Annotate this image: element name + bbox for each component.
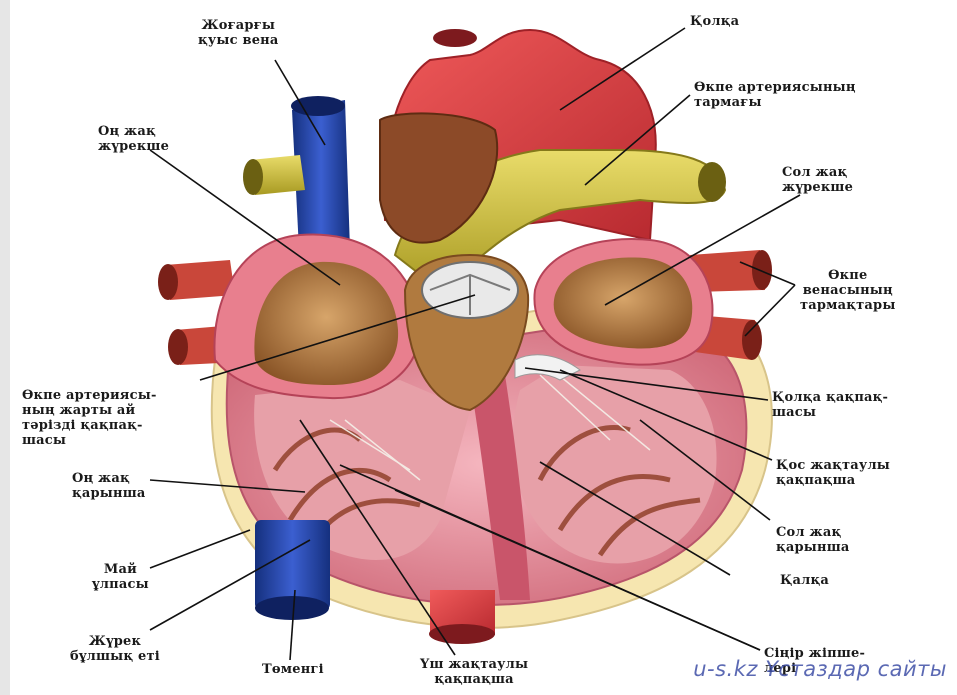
label-aorta: Қолқа <box>690 14 739 29</box>
pulmonary-artery-opening <box>698 162 726 202</box>
pulmonary-left-branch-opening <box>243 159 263 195</box>
site-watermark: u-s.kz Ұстаздар сайты <box>693 657 947 681</box>
descending-aorta-opening <box>429 624 495 644</box>
inferior-vena-cava-opening <box>255 596 329 620</box>
aorta-branch-opening <box>433 29 477 47</box>
superior-vena-cava-opening <box>291 96 345 116</box>
pulmonary-vein-opening <box>752 250 772 290</box>
label-septum: Қалқа <box>780 573 829 588</box>
label-aortic-valve: Қолқа қақпақ-шасы <box>772 390 888 420</box>
pulmonary-vein-opening <box>742 320 762 360</box>
pulmonary-vein-opening <box>158 264 178 300</box>
label-inferior: Төменгі <box>262 662 324 677</box>
pulmonary-vein-opening <box>168 329 188 365</box>
